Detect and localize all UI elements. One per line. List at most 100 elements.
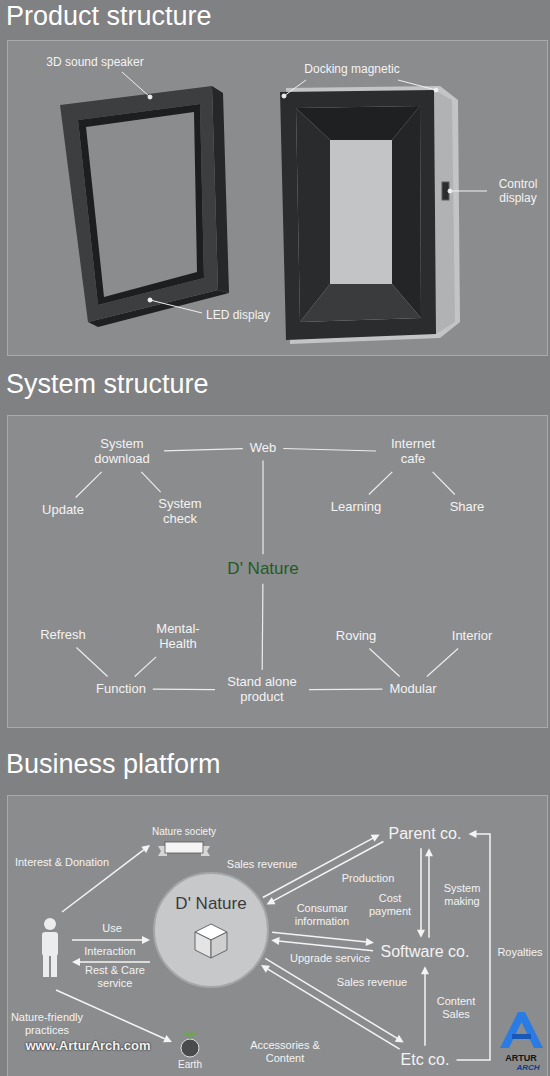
connector: [263, 461, 264, 555]
connector-line: [433, 472, 455, 495]
connector-line: [265, 958, 398, 1038]
text-node: Parent co.: [385, 823, 466, 845]
text-node: Etc co.: [397, 1049, 454, 1071]
connector: [262, 584, 264, 670]
section-heading: System structure: [0, 368, 550, 400]
connector-line: [278, 941, 373, 951]
node-text: Learning: [331, 500, 382, 515]
arrow-head: [271, 937, 279, 945]
flow-label: Interaction: [84, 945, 135, 958]
arrow-head: [142, 936, 150, 944]
node-text: Etc co.: [401, 1051, 450, 1069]
node-text: Parent co.: [389, 825, 462, 843]
text-node: Software co.: [377, 941, 474, 963]
sprout-leaf: [184, 1032, 190, 1036]
logo-mark: [512, 1034, 531, 1039]
connector: [164, 449, 243, 451]
connector: [76, 648, 107, 677]
node-text: Stand alone product: [222, 675, 302, 705]
icon-node: Nature society: [150, 825, 218, 859]
connector-line: [76, 648, 107, 677]
connector: [421, 966, 429, 1046]
edge-label: System making: [440, 882, 484, 907]
callout-label: LED display: [206, 309, 270, 323]
connector-line: [135, 657, 156, 677]
text-node: Mental- Health: [147, 620, 210, 654]
control-display: [442, 182, 449, 200]
node-text: Mental- Health: [151, 622, 206, 652]
flow-arrow: [72, 939, 142, 941]
text-node: Stand alone product: [218, 673, 306, 707]
node-text: Modular: [390, 682, 437, 697]
connector-line: [76, 472, 102, 498]
arrow-head: [468, 830, 476, 838]
leader-line: [398, 80, 436, 90]
node-text: Roving: [336, 629, 376, 644]
connector: [309, 689, 383, 691]
inner-wall: [296, 108, 330, 322]
inner-wall: [300, 284, 421, 322]
text-node: Internet cafe: [379, 435, 447, 469]
person-body: [42, 932, 58, 956]
flow-label: Rest & Care service: [80, 964, 150, 989]
edge-label: Production: [342, 872, 395, 885]
node-text: D' Nature: [155, 894, 267, 914]
node-text: Function: [96, 682, 146, 697]
text-node: System download: [83, 435, 161, 469]
arrow-head: [267, 897, 276, 904]
leader-dot: [282, 94, 286, 98]
connector-line: [369, 649, 399, 677]
node-text: Earth: [176, 1059, 204, 1070]
connector-line: [309, 689, 383, 691]
connector-line: [153, 689, 215, 691]
section-panel: System structureWeb System download Intern…: [0, 368, 550, 729]
person-head: [44, 918, 56, 930]
leader-line: [450, 191, 487, 192]
edge-label: Sales revenue: [337, 976, 407, 989]
arrow-head: [141, 845, 150, 853]
leader-dot: [448, 189, 452, 193]
node-text: Software co.: [381, 943, 470, 961]
inner-wall: [296, 106, 420, 140]
cube-face: [195, 932, 211, 958]
connector-line: [164, 449, 243, 451]
section-heading: Product structure: [0, 0, 550, 32]
text-node: Interior: [448, 627, 496, 646]
callout-label: Control display: [491, 178, 546, 206]
leader-line: [284, 80, 306, 96]
node-text: Interior: [452, 629, 492, 644]
frame-side: [212, 86, 229, 293]
speaker-frame: [60, 86, 218, 322]
connector-line: [141, 472, 160, 492]
led-strip: [78, 104, 204, 305]
connector: [417, 848, 425, 938]
section-panel: Business platformNature societyD' Nature…: [0, 748, 550, 1076]
text-node: Modular: [386, 680, 441, 699]
logo-text: ARTUR: [505, 1053, 537, 1063]
globe-icon: [176, 1030, 204, 1058]
edge-label: Content Sales: [433, 995, 479, 1020]
connector-line: [273, 842, 384, 902]
node-text: D' Nature: [227, 559, 298, 579]
arrow-head: [421, 966, 429, 974]
edge-label: Upgrade service: [290, 952, 370, 965]
connector: [153, 689, 215, 691]
text-node: Web: [246, 439, 281, 458]
connector-line: [420, 848, 422, 931]
arrow-head: [417, 930, 425, 938]
connector: [425, 848, 433, 938]
text-node: D' Nature: [223, 557, 302, 581]
connector-line: [427, 649, 458, 677]
callout-label: Docking magnetic: [304, 63, 399, 77]
text-node: Learning: [327, 498, 386, 517]
connector: [369, 649, 399, 677]
arrow-head: [163, 1035, 172, 1042]
logo-mark: [500, 1012, 543, 1048]
node-text: Nature society: [152, 826, 216, 837]
leader-dot: [148, 95, 152, 99]
connector: [433, 472, 455, 495]
connector: [135, 657, 156, 677]
arrow-head: [425, 848, 433, 856]
arrow-head: [395, 1035, 404, 1043]
text-node: Roving: [332, 627, 380, 646]
